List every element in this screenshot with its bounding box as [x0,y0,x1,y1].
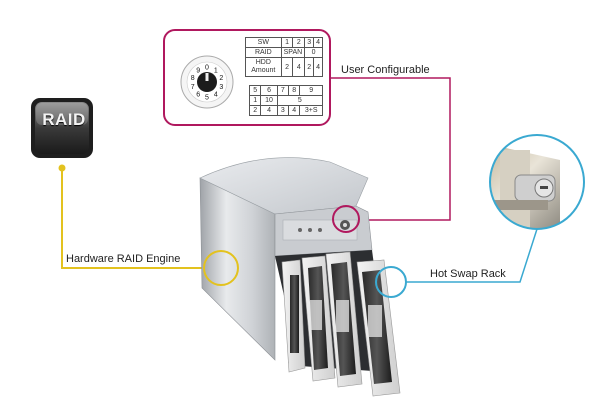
table-cell: SW [245,37,282,48]
table-cell: 9 [299,85,323,96]
table-cell: 4 [260,105,278,116]
table-cell: 4 [313,57,323,77]
table-cell: 5 [248,85,262,96]
table-row: 1 10 5 [248,95,324,106]
drive-tray-3 [325,251,363,388]
dial-digit: 9 [196,67,200,74]
hot-swap-zoom-detail [489,134,585,230]
hot-swap-rack-label: Hot Swap Rack [430,268,506,280]
raid-badge-icon [31,98,93,158]
dial-digit: 6 [196,92,200,99]
table-cell: 4 [313,37,323,48]
table-row: SW 1 2 3 4 [245,37,323,48]
table-cell: 2 [248,105,262,116]
table-cell: 0 [304,47,323,58]
hardware-raid-connector [58,164,203,269]
switch-table-bottom: 5 6 7 8 9 1 10 5 2 4 3 4 3+S [248,85,324,116]
hardware-raid-engine-label: Hardware RAID Engine [66,253,181,265]
dial-digit: 2 [219,75,223,82]
table-row: HDD Amount 2 4 2 4 [245,57,323,77]
table-cell: 4 [288,105,301,116]
drive-tray-1 [281,259,306,373]
dial-digit: 1 [214,67,218,74]
table-cell: 3 [304,37,315,48]
table-row: 2 4 3 4 3+S [248,105,323,116]
dial-digit: 7 [191,84,195,91]
table-cell: HDD Amount [245,57,282,77]
table-cell: 1 [280,37,294,48]
table-cell: 10 [260,95,278,106]
dial-digit: 8 [191,75,195,82]
hardware-raid-highlight [203,250,239,286]
user-configurable-highlight [332,205,360,233]
dial-digit: 5 [205,95,209,102]
table-cell: 2 [292,37,306,48]
table-cell: 2 [304,57,315,77]
table-row: RAID SPAN 0 [245,47,323,58]
table-cell: 1 [248,95,262,106]
table-cell: 8 [288,85,301,96]
drive-tray-4-removed [356,259,401,397]
dial-digit: 0 [205,65,209,72]
table-cell: 7 [276,85,290,96]
table-cell: RAID [245,47,282,58]
table-cell: 6 [260,85,278,96]
table-cell: 4 [292,57,306,77]
table-row: 5 6 7 8 9 [248,85,323,96]
drive-tray-2 [301,255,336,382]
dial-digit: 3 [219,84,223,91]
table-cell: SPAN [280,47,306,58]
table-cell: 3 [276,105,290,116]
hot-swap-connector [406,228,538,283]
switch-table-top: SW 1 2 3 4 RAID SPAN 0 HDD Amount 2 4 2 … [245,37,323,77]
table-cell: 2 [280,57,294,77]
dial-digit: 4 [214,92,218,99]
user-configurable-connector [331,77,451,221]
user-configurable-label: User Configurable [341,64,430,76]
table-cell: 3+S [299,105,323,116]
raid-badge-label: RAID [42,110,86,129]
table-cell: 5 [276,95,324,106]
